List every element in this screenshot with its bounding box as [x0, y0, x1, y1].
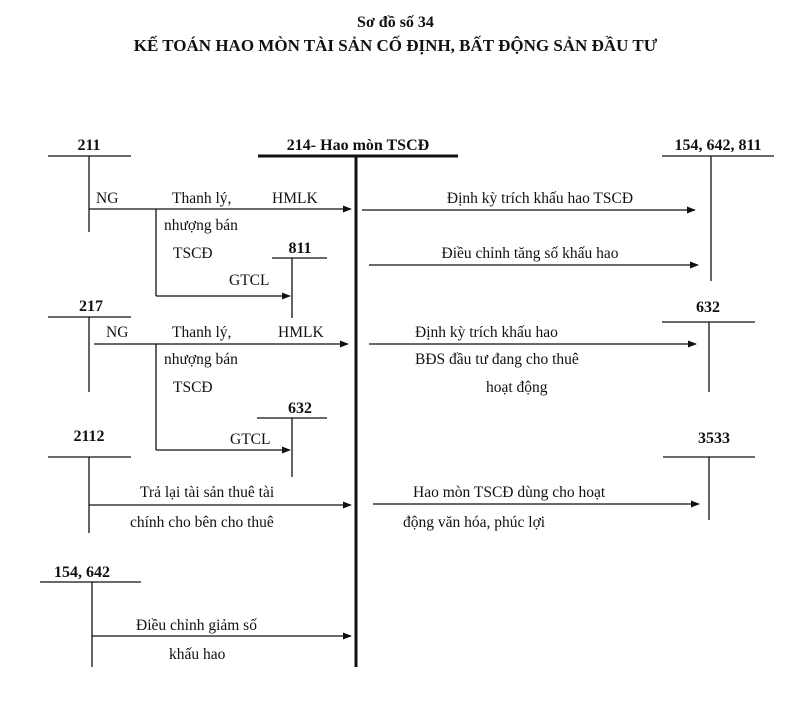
diagram-number: Sơ đồ số 34	[357, 14, 434, 31]
label-thanh-ly-2-l3: TSCĐ	[173, 379, 213, 396]
label-hmlk-2: HMLK	[278, 324, 324, 341]
account-214-label: 214- Hao mòn TSCĐ	[287, 137, 429, 154]
label-tra-lai-l1: Trả lại tài sản thuê tài	[140, 484, 275, 501]
diagram-title: KẾ TOÁN HAO MÒN TÀI SẢN CỐ ĐỊNH, BẤT ĐỘN…	[133, 36, 658, 55]
account-632-mid-label: 632	[288, 400, 312, 417]
account-632-right-label: 632	[696, 299, 720, 316]
label-dinh-ky-trich: Định kỳ trích khấu hao TSCĐ	[447, 190, 633, 207]
account-217-label: 217	[79, 298, 103, 315]
label-ng-1: NG	[96, 190, 118, 207]
account-2112-t: 2112	[48, 428, 131, 533]
account-154-642-t: 154, 642	[40, 564, 141, 667]
label-thanh-ly-2-l2: nhượng bán	[164, 351, 238, 368]
label-hmlk-1: HMLK	[272, 190, 318, 207]
account-2112-label: 2112	[73, 428, 104, 445]
account-154-642-811-label: 154, 642, 811	[674, 137, 761, 154]
label-bds-l1: Định kỳ trích khấu hao	[415, 324, 558, 341]
account-154-642-811-t: 154, 642, 811	[662, 137, 774, 281]
label-dieu-chinh-tang: Điều chỉnh tăng số khấu hao	[442, 245, 619, 262]
label-gtcl-1: GTCL	[229, 272, 269, 289]
label-thanh-ly-1-l2: nhượng bán	[164, 217, 238, 234]
account-632-mid-t: 632	[257, 400, 327, 477]
label-gtcl-2: GTCL	[230, 431, 270, 448]
account-214-t: 214- Hao mòn TSCĐ	[258, 137, 458, 667]
account-211-t: 211	[48, 137, 131, 232]
account-811-t: 811	[272, 240, 327, 318]
label-hao-mon-l1: Hao mòn TSCĐ dùng cho hoạt	[413, 484, 606, 501]
label-hao-mon-l2: động văn hóa, phúc lợi	[403, 514, 546, 531]
label-dieu-chinh-giam-l2: khấu hao	[169, 646, 226, 663]
account-632-right-t: 632	[662, 299, 755, 392]
account-217-t: 217	[48, 298, 131, 392]
account-154-642-label: 154, 642	[54, 564, 110, 581]
label-bds-l2: BĐS đầu tư đang cho thuê	[415, 351, 579, 368]
account-3533-label: 3533	[698, 430, 730, 447]
account-3533-t: 3533	[663, 430, 755, 520]
label-thanh-ly-1-l3: TSCĐ	[173, 245, 213, 262]
label-thanh-ly-2-l1: Thanh lý,	[172, 324, 231, 341]
label-tra-lai-l2: chính cho bên cho thuê	[130, 514, 274, 531]
account-811-label: 811	[288, 240, 311, 257]
label-bds-l3: hoạt động	[486, 379, 548, 396]
account-211-label: 211	[77, 137, 100, 154]
label-dieu-chinh-giam-l1: Điều chỉnh giảm số	[136, 617, 257, 634]
label-ng-2: NG	[106, 324, 128, 341]
label-thanh-ly-1-l1: Thanh lý,	[172, 190, 231, 207]
